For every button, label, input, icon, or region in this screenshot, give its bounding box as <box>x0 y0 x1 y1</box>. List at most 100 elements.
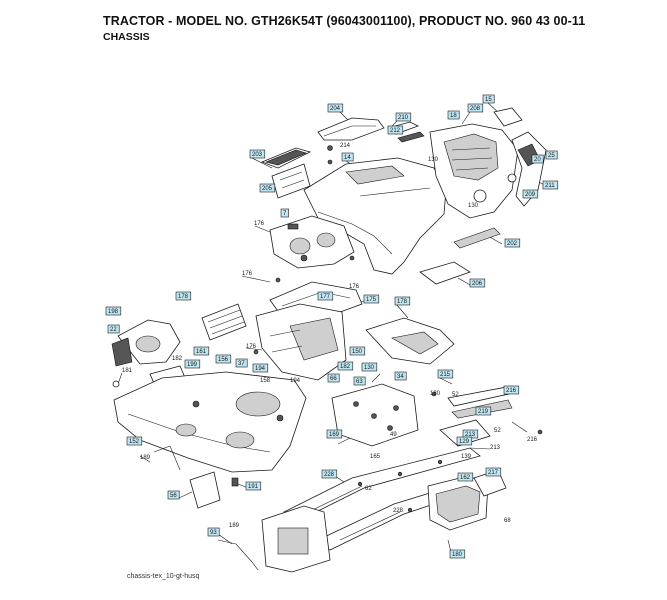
part-label-text: 219 <box>478 409 489 415</box>
part-label-box <box>175 291 192 301</box>
part-label-177: 177 <box>317 291 334 301</box>
diagram-code: chassis-tex_10-gt-husq <box>127 573 200 580</box>
part-label-box <box>531 154 544 164</box>
section-subtitle: CHASSIS <box>103 31 150 43</box>
part-label-text: 25 <box>548 153 555 159</box>
part-label-18: 18 <box>447 110 460 120</box>
part-label-text: 130 <box>468 203 479 209</box>
page-title: TRACTOR - MODEL NO. GTH26K54T (960430011… <box>103 14 586 28</box>
part-label-text: 213 <box>465 432 476 438</box>
part-label-130: 130 <box>430 391 441 397</box>
part-label-156: 156 <box>215 354 232 364</box>
part-label-box <box>317 291 334 301</box>
part-label-15: 15 <box>482 94 495 104</box>
part-label-text: 52 <box>494 428 501 434</box>
part-label-text: 206 <box>472 281 483 287</box>
part-label-box <box>235 358 248 368</box>
part-label-box <box>394 371 407 381</box>
part-label-text: 214 <box>340 143 351 149</box>
part-label-text: 34 <box>397 374 404 380</box>
part-label-191: 191 <box>245 481 262 491</box>
part-label-box <box>503 385 520 395</box>
part-label-text: 208 <box>470 106 481 112</box>
part-label-text: 37 <box>238 361 245 367</box>
part-label-box <box>321 469 338 479</box>
part-label-text: 130 <box>428 157 439 163</box>
part-label-219: 219 <box>475 406 492 416</box>
part-label-198: 198 <box>105 306 122 316</box>
part-label-52: 52 <box>452 392 459 398</box>
part-label-box <box>447 110 460 120</box>
part-label-text: 182 <box>172 356 183 362</box>
part-22-pad <box>111 337 133 367</box>
part-label-129: 129 <box>456 436 473 446</box>
part-label-7: 7 <box>280 208 289 218</box>
part-label-text: 182 <box>340 364 351 370</box>
part-label-62: 62 <box>365 486 372 492</box>
part-label-box <box>457 472 474 482</box>
part-label-text: 176 <box>246 344 257 350</box>
part-label-text: 203 <box>252 152 263 158</box>
part-label-text: 178 <box>397 299 408 305</box>
part-label-180: 180 <box>449 549 466 559</box>
part-label-199: 199 <box>184 359 201 369</box>
part-label-box <box>353 376 366 386</box>
part-label-210: 210 <box>395 112 412 122</box>
part-label-181: 181 <box>122 368 133 374</box>
part-label-152: 152 <box>126 436 143 446</box>
part-label-box <box>326 429 343 439</box>
part-label-215: 215 <box>437 369 454 379</box>
part-label-box <box>482 94 495 104</box>
part-label-text: 198 <box>108 309 119 315</box>
part-label-93: 93 <box>207 527 220 537</box>
part-label-217: 217 <box>485 467 502 477</box>
part-label-text: 202 <box>507 241 518 247</box>
part-label-130: 130 <box>361 362 378 372</box>
part-label-box <box>475 406 492 416</box>
part-label-box <box>469 278 486 288</box>
part-label-text: 20 <box>534 157 541 163</box>
part-label-text: 210 <box>398 115 409 121</box>
part-label-49: 49 <box>390 432 397 438</box>
part-label-box <box>126 436 143 446</box>
part-label-box <box>327 373 340 383</box>
part-label-text: 161 <box>196 349 207 355</box>
part-label-box <box>341 152 354 162</box>
part-label-169: 169 <box>326 429 343 439</box>
part-label-text: 189 <box>229 523 240 529</box>
part-label-text: 177 <box>320 294 331 300</box>
part-label-box <box>280 208 289 218</box>
part-label-box <box>542 180 559 190</box>
part-label-box <box>395 112 412 122</box>
part-label-text: 217 <box>488 470 499 476</box>
part-label-22: 22 <box>107 324 120 334</box>
part-label-text: 150 <box>352 349 363 355</box>
part-label-182: 182 <box>172 356 183 362</box>
part-label-176: 176 <box>254 221 265 227</box>
part-label-text: 7 <box>283 211 287 217</box>
part-label-189: 189 <box>229 523 240 529</box>
part-label-208: 208 <box>467 103 484 113</box>
part-label-214: 214 <box>340 143 351 149</box>
part-drawings <box>111 101 547 573</box>
part-label-68: 68 <box>504 518 511 524</box>
part-label-130: 130 <box>468 203 479 209</box>
part-label-box <box>105 306 122 316</box>
part-label-text: 63 <box>356 379 363 385</box>
part-label-text: 162 <box>460 475 471 481</box>
part-label-14: 14 <box>341 152 354 162</box>
part-label-text: 169 <box>329 432 340 438</box>
part-label-box <box>456 436 473 446</box>
part-label-162: 162 <box>457 472 474 482</box>
part-label-56: 56 <box>167 490 180 500</box>
part-label-box <box>259 183 276 193</box>
part-label-text: 199 <box>187 362 198 368</box>
part-label-37: 37 <box>235 358 248 368</box>
part-label-text: 211 <box>545 183 555 189</box>
part-label-text: 189 <box>140 455 151 461</box>
part-label-150: 150 <box>349 346 366 356</box>
part-label-text: 152 <box>129 439 140 445</box>
part-label-text: 175 <box>366 297 377 303</box>
part-label-213: 213 <box>490 445 501 451</box>
